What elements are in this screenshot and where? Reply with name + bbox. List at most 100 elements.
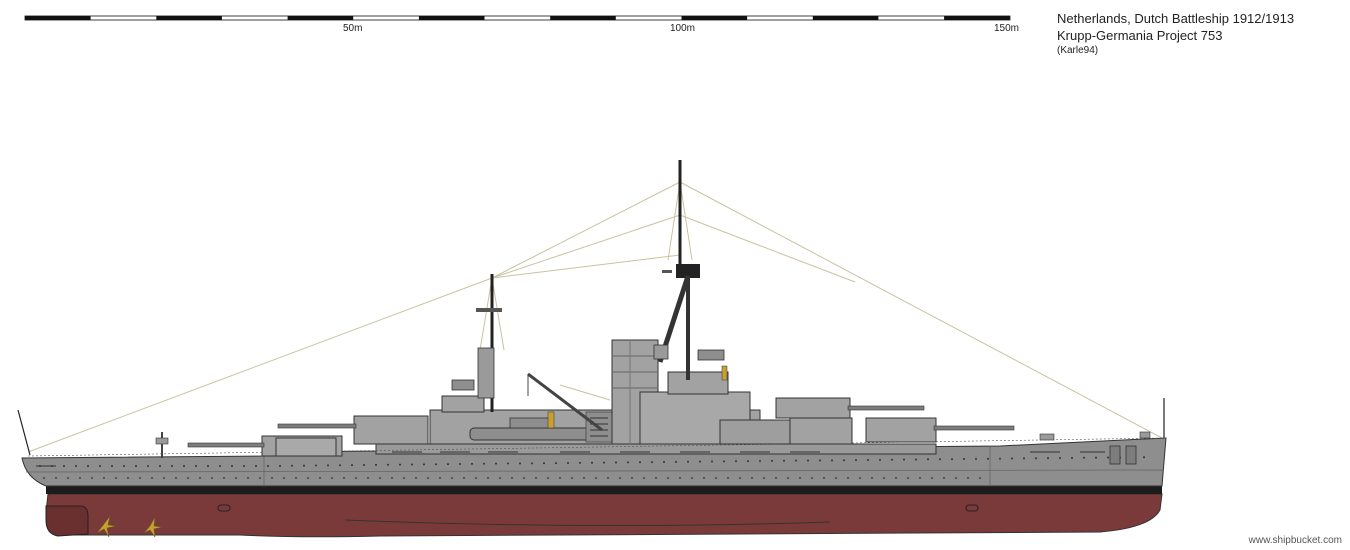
site-credit: www.shipbucket.com: [1248, 535, 1342, 546]
porthole: [399, 463, 401, 466]
porthole: [975, 457, 977, 460]
porthole: [943, 477, 945, 479]
porthole: [79, 477, 81, 479]
porthole: [267, 464, 269, 467]
porthole: [811, 477, 813, 479]
porthole: [475, 477, 477, 479]
porthole: [979, 477, 981, 479]
porthole: [1047, 457, 1049, 460]
porthole: [775, 477, 777, 479]
porthole: [703, 477, 705, 479]
porthole: [339, 464, 341, 467]
porthole: [375, 463, 377, 466]
porthole: [387, 463, 389, 466]
porthole: [507, 462, 509, 465]
porthole: [87, 465, 89, 467]
porthole: [727, 477, 729, 479]
porthole: [1143, 456, 1145, 459]
porthole: [123, 465, 125, 467]
porthole: [723, 460, 725, 463]
porthole: [739, 477, 741, 479]
porthole: [879, 458, 881, 461]
jack-staff: [17, 409, 31, 456]
scale-label-50m: 50m: [343, 23, 363, 34]
porthole: [939, 458, 941, 461]
porthole: [307, 477, 309, 479]
porthole: [543, 462, 545, 465]
porthole: [579, 461, 581, 464]
porthole: [283, 477, 285, 479]
porthole: [175, 477, 177, 479]
porthole: [1107, 456, 1109, 459]
porthole: [271, 477, 273, 479]
porthole: [931, 477, 933, 479]
porthole: [655, 477, 657, 479]
porthole: [843, 459, 845, 462]
porthole: [663, 461, 665, 463]
porthole: [771, 459, 773, 462]
porthole: [343, 477, 345, 479]
aft-mast: [451, 274, 502, 412]
porthole: [447, 463, 449, 466]
porthole: [951, 458, 953, 461]
porthole: [903, 458, 905, 461]
porthole: [355, 477, 357, 479]
porthole: [1011, 457, 1013, 460]
porthole: [627, 461, 629, 464]
porthole: [75, 465, 77, 467]
porthole: [135, 465, 137, 467]
porthole: [211, 477, 213, 479]
porthole: [787, 477, 789, 479]
porthole: [487, 477, 489, 479]
porthole: [291, 464, 293, 467]
porthole: [691, 477, 693, 479]
porthole: [351, 464, 353, 467]
porthole: [223, 477, 225, 479]
porthole: [207, 465, 209, 467]
porthole: [535, 477, 537, 479]
porthole: [459, 463, 461, 466]
porthole: [631, 477, 633, 479]
porthole: [471, 462, 473, 465]
porthole: [603, 461, 605, 464]
porthole: [171, 465, 173, 467]
porthole: [847, 477, 849, 479]
porthole: [363, 464, 365, 466]
porthole: [643, 477, 645, 479]
porthole: [99, 465, 101, 467]
porthole: [415, 477, 417, 479]
porthole: [403, 477, 405, 479]
porthole: [319, 477, 321, 479]
porthole: [555, 462, 557, 465]
porthole: [183, 465, 185, 467]
porthole: [219, 465, 221, 467]
porthole: [499, 477, 501, 479]
porthole: [763, 477, 765, 479]
porthole: [795, 459, 797, 462]
porthole: [883, 477, 885, 479]
fore-mast: [653, 160, 728, 381]
porthole: [859, 477, 861, 479]
porthole: [619, 477, 621, 479]
porthole: [483, 462, 485, 465]
porthole: [531, 462, 533, 465]
porthole: [607, 477, 609, 479]
boot-top: [46, 486, 1162, 494]
porthole: [891, 458, 893, 461]
porthole: [523, 477, 525, 479]
porthole: [439, 477, 441, 479]
porthole: [111, 465, 113, 467]
porthole: [315, 464, 317, 467]
porthole: [231, 465, 233, 467]
porthole: [967, 477, 969, 479]
scale-bar-segments: [24, 15, 1011, 21]
porthole: [639, 461, 641, 464]
porthole: [651, 461, 653, 464]
porthole: [243, 465, 245, 467]
porthole: [759, 460, 761, 463]
porthole: [807, 459, 809, 462]
porthole: [567, 461, 569, 464]
porthole: [159, 465, 161, 467]
porthole: [495, 462, 497, 465]
porthole: [1035, 457, 1037, 460]
